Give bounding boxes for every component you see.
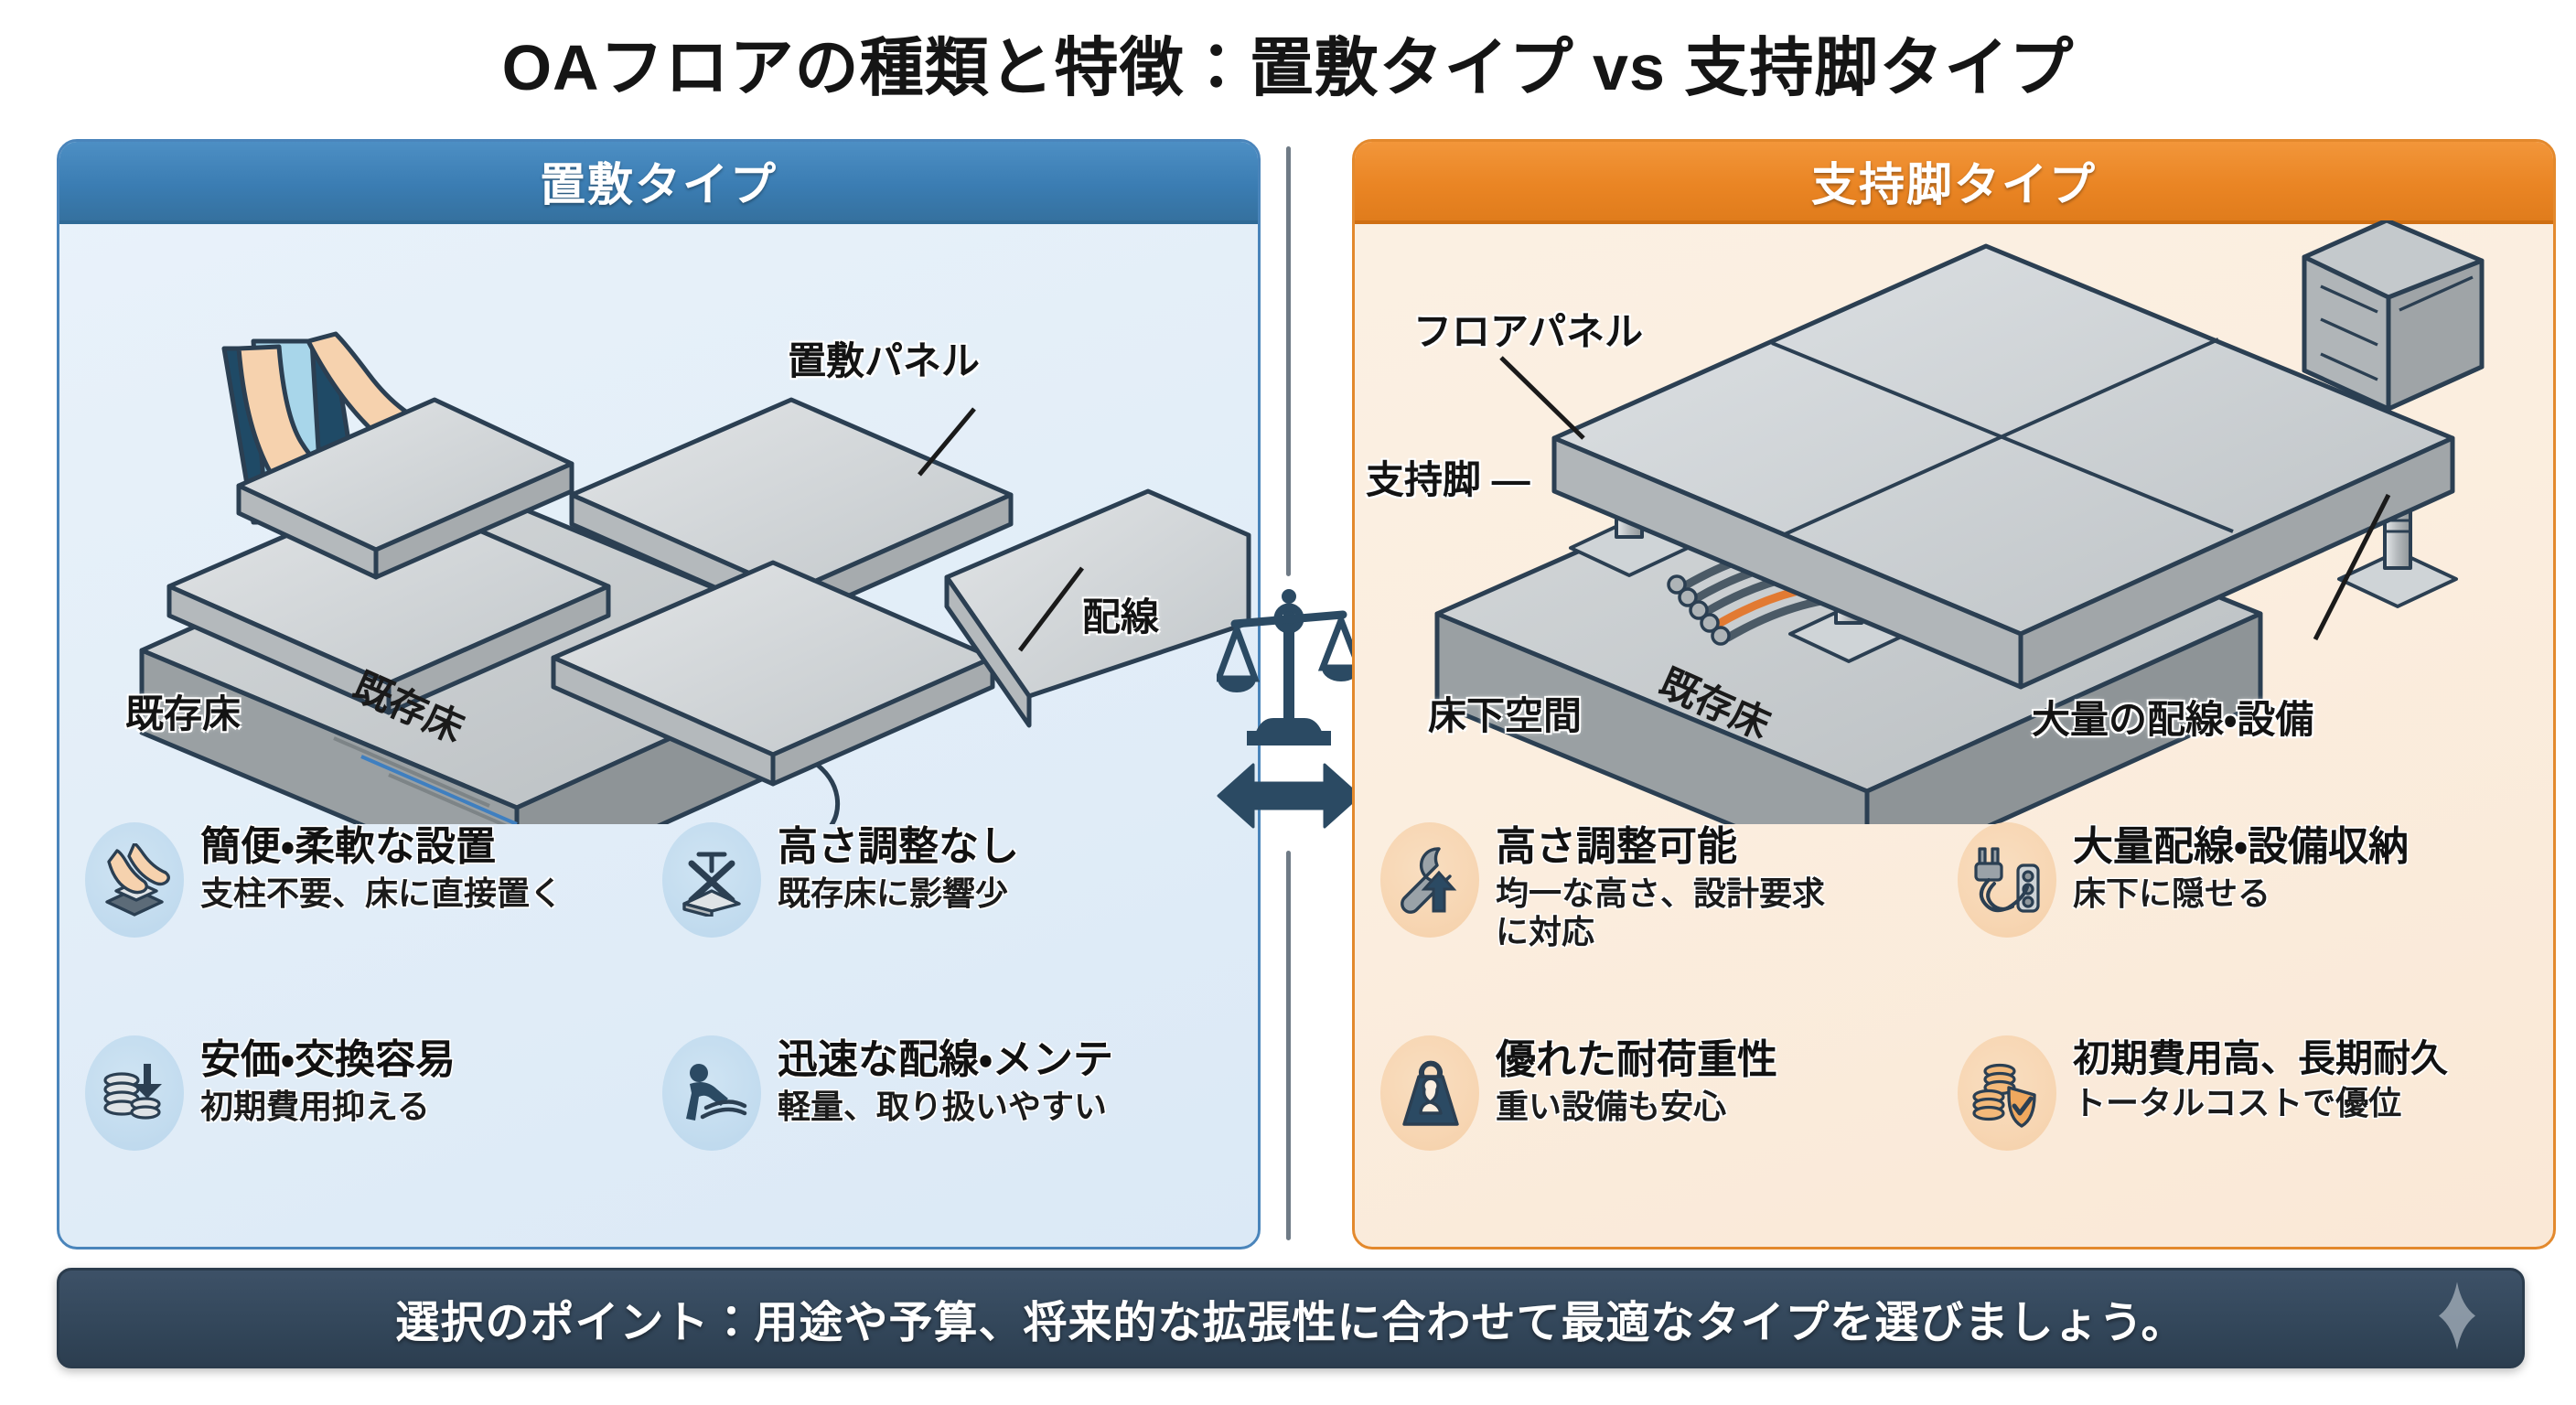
okishiki-floor-isometric-illustration: 既存床 置敷パネル 既存床 配線 [59,220,1258,824]
panel-body-shijikyaku: 既存床 フロアパネル 支持脚 — 床下空間 大量の配線・設備 [1355,220,2553,1244]
feature-text: 安価・交換容易 初期費用抑える [200,1035,456,1126]
feature-subtitle: トータルコストで優位 [2073,1084,2402,1122]
shijikyaku-svg: 既存床 [1434,220,2485,824]
feature-title: 高さ調整なし [778,824,1019,869]
panel-header-okishiki: 置敷タイプ [59,142,1258,224]
panel-body-okishiki: 既存床 置敷パネル 既存床 配線 [59,220,1258,1244]
feature-text: 簡便・柔軟な設置 支柱不要、床に直接置く [200,822,563,913]
feature-subtitle: 床下に隠せる [2073,874,2271,912]
feature-text: 迅速な配線・メンテ 軽量、取り扱いやすい [778,1035,1113,1126]
feature-title: 簡便・柔軟な設置 [200,824,496,869]
panel-header-shijikyaku: 支持脚タイプ [1355,142,2553,224]
label-wiring: 配線 [1082,595,1160,638]
wrench-up-arrow-icon [1380,822,1479,938]
feature-item: 高さ調整可能 均一な高さ、設計要求 に対応 [1379,817,1952,1024]
label-mass-cabling: 大量の配線・設備 [2032,698,2314,741]
label-okishiki-panel: 置敷パネル [788,339,981,382]
sparkle-icon [2432,1282,2482,1355]
hands-placing-panel-icon [85,822,184,938]
okishiki-svg: 既存床 [139,331,1251,824]
feature-text: 高さ調整可能 均一な高さ、設計要求 に対応 [1496,822,1825,952]
wiring-leader-line [1018,566,1084,652]
feature-subtitle: 既存床に影響少 [778,874,1009,912]
feature-title: 優れた耐荷重性 [1496,1037,1777,1082]
feature-subtitle: 均一な高さ、設計要求 に対応 [1496,874,1826,951]
feature-subtitle: 初期費用抑える [200,1087,430,1125]
divider-line-top [1286,146,1291,576]
feature-subtitle: 軽量、取り扱いやすい [778,1087,1108,1125]
mass-cabling-leader-line [2313,493,2391,641]
label-floor-panel: フロアパネル [1413,310,1644,353]
feature-title: 安価・交換容易 [200,1037,456,1082]
power-strip-icon [1958,822,2056,938]
footer-text: 選択のポイント：用途や予算、将来的な拡張性に合わせて最適なタイプを選びましょう。 [395,1299,2186,1347]
page-title: OAフロアの種類と特徴：置敷タイプ vs 支持脚タイプ [501,32,2075,103]
feature-text: 初期費用高、長期耐久 トータルコストで優位 [2073,1035,2448,1123]
double-arrow-icon [1217,763,1361,829]
feature-item: 迅速な配線・メンテ 軽量、取り扱いやすい [660,1030,1234,1238]
coins-shield-icon [1958,1035,2056,1151]
center-comparison-icons [1213,576,1365,851]
shijikyaku-floor-isometric-illustration: 既存床 フロアパネル 支持脚 — 床下空間 大量の配線・設備 [1355,220,2553,824]
feature-item: 初期費用高、長期耐久 トータルコストで優位 [1956,1030,2529,1238]
balance-scale-icon [1213,589,1365,745]
feature-item: 安価・交換容易 初期費用抑える [83,1030,657,1238]
panel-shijikyaku: 支持脚タイプ [1352,139,2556,1249]
footer-callout: 選択のポイント：用途や予算、将来的な拡張性に合わせて最適なタイプを選びましょう。 [57,1268,2525,1368]
center-divider [1281,146,1297,1240]
feature-grid-shijikyaku: 高さ調整可能 均一な高さ、設計要求 に対応 [1355,817,2553,1238]
feature-item: 高さ調整なし 既存床に影響少 [660,817,1234,1024]
feature-item: 簡便・柔軟な設置 支柱不要、床に直接置く [83,817,657,1024]
feature-subtitle: 支柱不要、床に直接置く [200,874,564,912]
feature-text: 高さ調整なし 既存床に影響少 [778,822,1019,913]
worker-cabling-icon [662,1035,761,1151]
floor-panel-leader-line [1499,356,1585,440]
feature-title: 大量配線・設備収納 [2073,824,2409,869]
panel-okishiki: 置敷タイプ [57,139,1261,1249]
feature-subtitle: 重い設備も安心 [1496,1087,1727,1125]
label-pedestal: 支持脚 — [1366,458,1530,501]
feature-grid-okishiki: 簡便・柔軟な設置 支柱不要、床に直接置く [59,817,1258,1238]
label-underfloor-space: 床下空間 [1428,694,1583,737]
feature-title: 高さ調整可能 [1496,824,1737,869]
feature-item: 大量配線・設備収納 床下に隠せる [1956,817,2529,1024]
panel-leader-line [918,407,976,477]
coins-down-arrow-icon [85,1035,184,1151]
divider-line-bottom [1286,851,1291,1240]
no-height-adjust-icon [662,822,761,938]
feature-text: 大量配線・設備収納 床下に隠せる [2073,822,2409,913]
feature-text: 優れた耐荷重性 重い設備も安心 [1496,1035,1777,1126]
feature-title: 迅速な配線・メンテ [778,1037,1113,1082]
label-existing-floor: 既存床 [125,692,242,735]
weight-load-icon [1380,1035,1479,1151]
feature-title: 初期費用高、長期耐久 [2073,1037,2448,1079]
feature-item: 優れた耐荷重性 重い設備も安心 [1379,1030,1952,1238]
